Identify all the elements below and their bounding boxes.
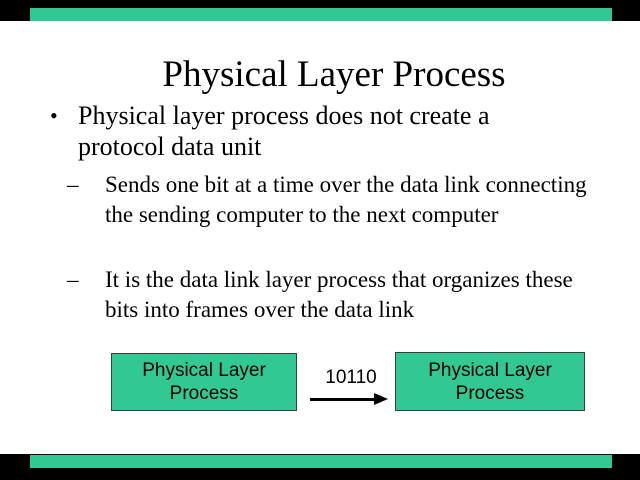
bottom-accent-bar (30, 455, 612, 468)
arrow-connector (310, 398, 375, 401)
box-label: Physical Layer Process (428, 359, 552, 404)
bullet-marker: • (50, 103, 58, 128)
top-accent-bar (30, 8, 612, 21)
sub-bullet-item: – It is the data link layer process that… (67, 265, 595, 325)
physical-layer-box-left: Physical Layer Process (111, 353, 297, 411)
arrow-bits-label: 10110 (325, 367, 377, 388)
sub-bullet-item: – Sends one bit at a time over the data … (67, 170, 595, 230)
slide-canvas: Physical Layer Process • Physical layer … (0, 21, 640, 454)
physical-layer-box-right: Physical Layer Process (395, 352, 585, 411)
sub-bullet-text: It is the data link layer process that o… (105, 267, 573, 322)
dash-marker: – (67, 267, 79, 292)
bullet-item: • Physical layer process does not create… (50, 100, 590, 162)
bullet-text: Physical layer process does not create a… (78, 101, 490, 161)
box-label: Physical Layer Process (142, 360, 266, 404)
dash-marker: – (67, 172, 79, 197)
slide-title: Physical Layer Process (162, 54, 506, 95)
arrow-head-icon (374, 393, 388, 405)
sub-bullet-text: Sends one bit at a time over the data li… (105, 172, 587, 227)
